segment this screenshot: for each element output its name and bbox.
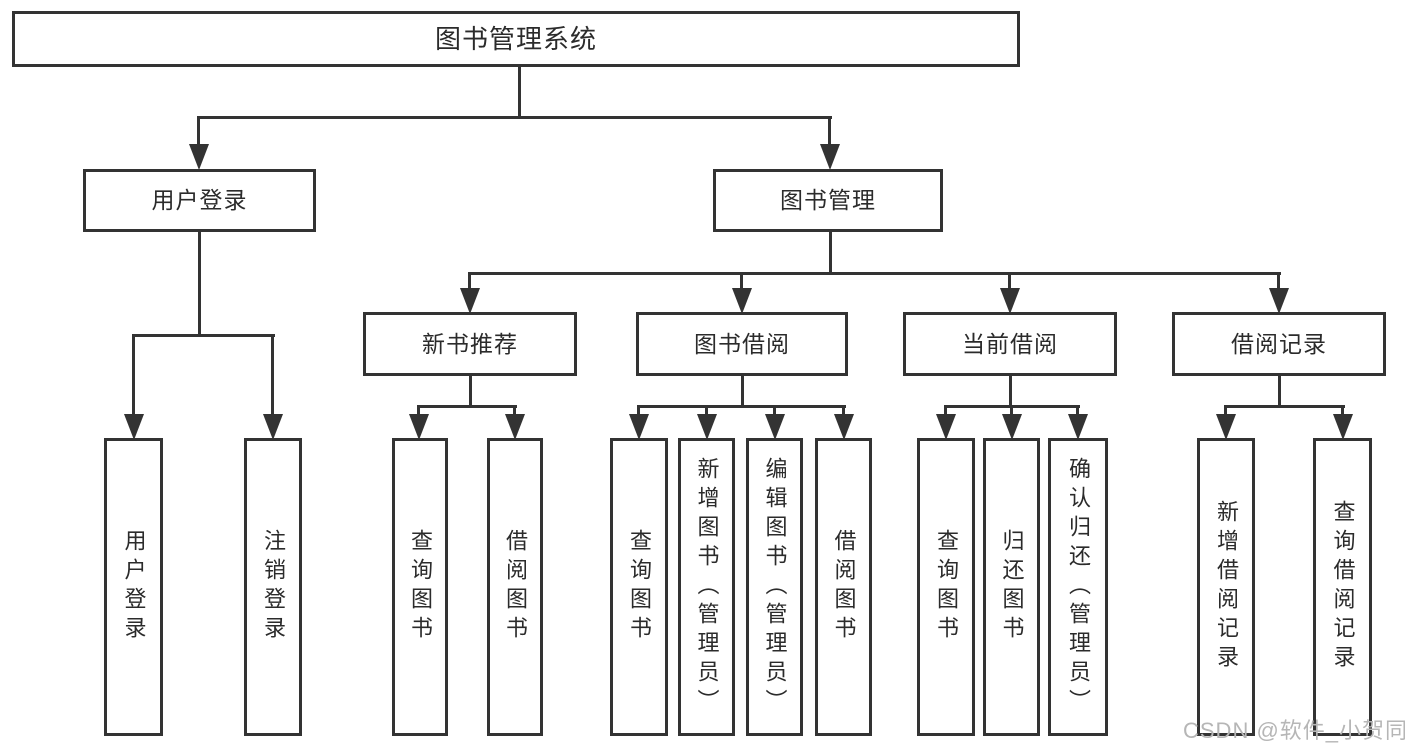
- csdn-watermark: CSDN @软件_小贺同学: [1183, 718, 1405, 743]
- connector-recommend-stub: [469, 375, 472, 408]
- node-library-management-system: 图书管理系统: [12, 11, 1020, 67]
- arrow-recommend-borrow: [505, 405, 525, 440]
- connector-book-mgmt-stub: [829, 231, 832, 275]
- leaf-borrow-borrow-book: 借阅图书: [815, 438, 872, 736]
- connector-level3-branch: [469, 272, 1281, 275]
- node-current-borrow: 当前借阅: [903, 312, 1117, 376]
- leaf-return-book: 归还图书: [983, 438, 1040, 736]
- leaf-current-query-book: 查询图书: [917, 438, 975, 736]
- arrow-current-return: [1002, 405, 1022, 440]
- connector-borrow-stub: [741, 375, 744, 408]
- arrow-to-user-login: [189, 116, 209, 170]
- arrow-borrow-edit: [765, 405, 785, 440]
- leaf-user-login: 用户登录: [104, 438, 163, 736]
- arrow-to-user-login-leaf: [124, 334, 144, 440]
- connector-user-login-stub: [198, 231, 201, 336]
- leaf-confirm-return-admin: 确认归还（管理员）: [1048, 438, 1108, 736]
- arrow-records-query: [1333, 405, 1353, 440]
- node-book-borrow: 图书借阅: [636, 312, 848, 376]
- leaf-add-book-admin: 新增图书（管理员）: [678, 438, 735, 736]
- arrow-to-borrow-records: [1269, 272, 1289, 314]
- arrow-recommend-query: [409, 405, 429, 440]
- arrow-current-confirm: [1068, 405, 1088, 440]
- connector-current-stub: [1009, 375, 1012, 408]
- connector-records-branch: [1225, 405, 1345, 408]
- leaf-add-borrow-record: 新增借阅记录: [1197, 438, 1255, 736]
- leaf-query-borrow-record: 查询借阅记录: [1313, 438, 1372, 736]
- leaf-logout: 注销登录: [244, 438, 302, 736]
- connector-user-login-branch: [133, 334, 275, 337]
- arrow-to-new-book-recommend: [460, 272, 480, 314]
- connector-level2-branch: [198, 116, 832, 119]
- node-book-management: 图书管理: [713, 169, 943, 232]
- arrow-current-query: [936, 405, 956, 440]
- arrow-borrow-borrow: [834, 405, 854, 440]
- leaf-edit-book-admin: 编辑图书（管理员）: [746, 438, 803, 736]
- arrow-borrow-query: [629, 405, 649, 440]
- connector-records-stub: [1278, 375, 1281, 408]
- leaf-recommend-borrow-book: 借阅图书: [487, 438, 543, 736]
- leaf-borrow-query-book: 查询图书: [610, 438, 668, 736]
- arrow-to-book-management: [820, 116, 840, 170]
- connector-recommend-branch: [418, 405, 517, 408]
- connector-borrow-branch: [638, 405, 846, 408]
- arrow-to-book-borrow: [732, 272, 752, 314]
- connector-root-stub: [518, 64, 521, 118]
- node-user-login: 用户登录: [83, 169, 316, 232]
- arrow-to-logout-leaf: [263, 334, 283, 440]
- node-new-book-recommend: 新书推荐: [363, 312, 577, 376]
- leaf-recommend-query-book: 查询图书: [392, 438, 448, 736]
- arrow-borrow-add: [697, 405, 717, 440]
- arrow-to-current-borrow: [1000, 272, 1020, 314]
- node-borrow-records: 借阅记录: [1172, 312, 1386, 376]
- arrow-records-add: [1216, 405, 1236, 440]
